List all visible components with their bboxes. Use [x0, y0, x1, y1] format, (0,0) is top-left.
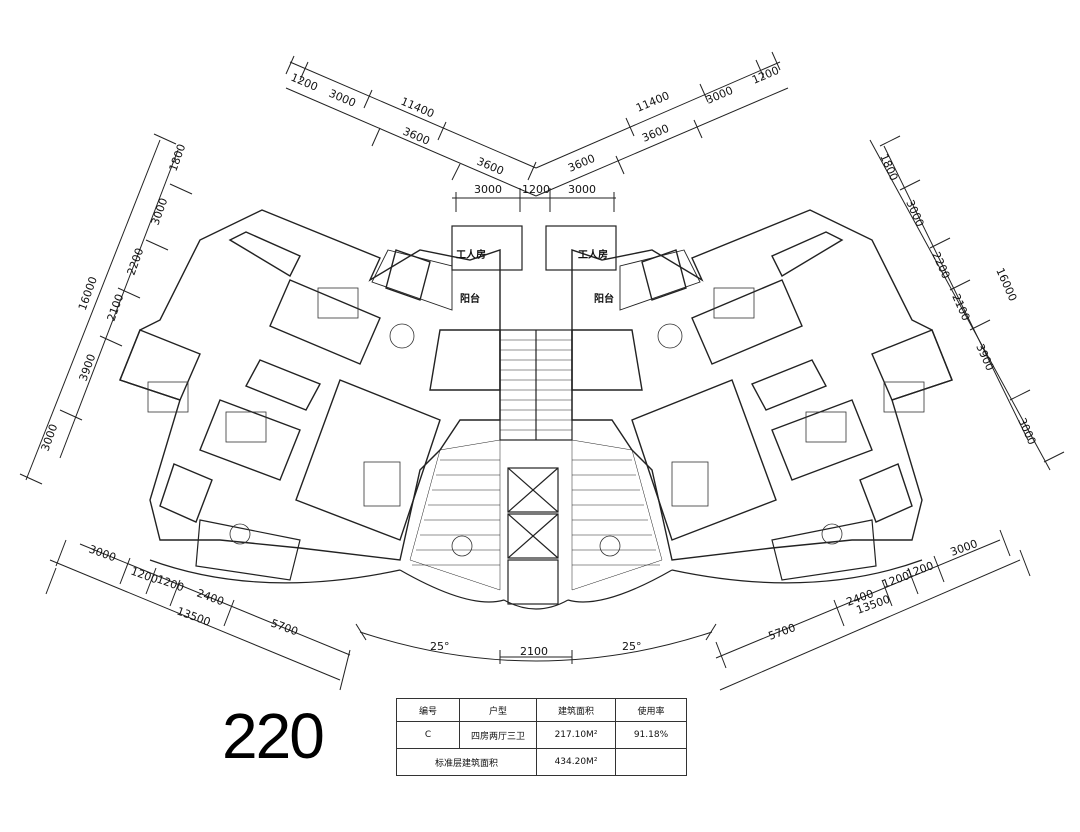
- schedule-header-row: 编号 户型 建筑面积 使用率: [396, 698, 687, 722]
- dim-bottom-right-5700: 5700: [767, 621, 798, 643]
- dim-text-top-mid: 3000 1200 3000: [474, 183, 596, 196]
- dim-bottom-mid-2100: 2100: [520, 645, 548, 658]
- dim-right-3900: 3900: [973, 342, 996, 373]
- dim-lines-top-right: [535, 51, 789, 197]
- worker-room-left-label: 工人房: [456, 248, 486, 261]
- dim-lines-top-left: [285, 55, 537, 197]
- stair-treads: [500, 339, 572, 431]
- dim-text-left: 1800 3000 2200 2100 3900 3000 16000: [39, 142, 189, 453]
- lobby-hatching: [409, 439, 663, 591]
- dim-angle-right: 25°: [622, 640, 642, 653]
- schedule-header-area: 建筑面积: [536, 698, 616, 722]
- dim-left-3000b: 3000: [39, 422, 61, 453]
- dim-top-right-3000: 3000: [704, 84, 735, 107]
- dim-bottom-left-3000: 3000: [87, 543, 118, 565]
- dim-top-right-11400: 11400: [634, 89, 671, 115]
- dim-bottom-left-2400: 2400: [195, 587, 226, 609]
- schedule-total-label: 标准层建筑面积: [396, 748, 537, 776]
- dim-top-mid-3000-left: 3000: [474, 183, 502, 196]
- dim-top-mid-3000-right: 3000: [568, 183, 596, 196]
- dim-arc-bottom-mid: [355, 623, 717, 664]
- dim-lines-top-mid: [452, 188, 616, 212]
- dim-text-top-left: 1200 3000 11400 3600 3600: [289, 71, 506, 178]
- dim-bottom-right-1200b: 1200: [881, 569, 912, 591]
- dim-right-16000: 16000: [993, 266, 1019, 303]
- schedule-total-blank: [615, 748, 687, 776]
- curved-balconies: [149, 519, 923, 603]
- schedule-cell-type: 四房两厅三卫: [459, 721, 537, 749]
- dim-lines-left: [19, 133, 193, 485]
- dim-lines-bottom-left: [45, 539, 351, 691]
- drawing-number: 220: [222, 700, 325, 772]
- dim-bottom-right-3000: 3000: [949, 537, 980, 559]
- dim-right-3000b: 3000: [1015, 416, 1038, 447]
- schedule-total-row: 标准层建筑面积 434.20M²: [396, 748, 687, 776]
- schedule-header-type: 户型: [459, 698, 537, 722]
- dim-left-2100: 2100: [105, 292, 127, 323]
- furniture-symbols: [147, 287, 925, 557]
- schedule-data-row: C 四房两厅三卫 217.10M² 91.18%: [396, 721, 687, 749]
- balcony-right-label: 阳台: [594, 292, 614, 305]
- schedule-cell-area: 217.10M²: [536, 721, 616, 749]
- left-wing-outline: [119, 209, 501, 561]
- dim-lines-bottom-right: [715, 529, 1031, 691]
- dim-text-bottom-right: 3000 1200 1200 2400 5700 13500: [767, 537, 980, 643]
- dim-bottom-left-13500: 13500: [175, 605, 212, 629]
- dim-right-1800: 1800: [877, 152, 900, 183]
- dim-left-1800: 1800: [167, 142, 189, 173]
- dim-right-3000a: 3000: [903, 198, 926, 229]
- dim-right-2100: 2100: [949, 292, 972, 323]
- dim-top-right-1200: 1200: [750, 64, 781, 87]
- dim-right-2200: 2200: [929, 250, 952, 281]
- dim-text-bottom-mid: 25° 2100 25°: [430, 640, 642, 658]
- dim-bottom-left-1200b: 1200: [155, 573, 186, 595]
- dim-top-mid-1200: 1200: [522, 183, 550, 196]
- dim-text-top-right: 1200 3000 11400 3600 3600: [566, 64, 781, 175]
- balcony-left-label: 阳台: [460, 292, 480, 305]
- schedule-header-id: 编号: [396, 698, 460, 722]
- dim-top-left-1200: 1200: [289, 71, 320, 94]
- area-schedule-table: 编号 户型 建筑面积 使用率 C 四房两厅三卫 217.10M² 91.18% …: [396, 698, 687, 776]
- schedule-cell-id: C: [396, 721, 460, 749]
- worker-room-right-label: 工人房: [578, 248, 608, 261]
- dim-lines-right: [869, 135, 1065, 471]
- schedule-header-rate: 使用率: [615, 698, 687, 722]
- top-balconies: [371, 249, 701, 311]
- dim-top-left-3000: 3000: [327, 87, 358, 110]
- dim-left-16000: 16000: [76, 275, 100, 312]
- dim-top-right-3600a: 3600: [640, 122, 671, 145]
- schedule-cell-rate: 91.18%: [615, 721, 687, 749]
- dim-bottom-left-5700: 5700: [269, 617, 300, 639]
- dim-angle-left: 25°: [430, 640, 450, 653]
- dim-left-2200: 2200: [125, 246, 147, 277]
- dim-top-left-3600b: 3600: [475, 155, 506, 178]
- right-wing-outline: [571, 209, 953, 561]
- room-labels: 工人房 工人房 阳台 阳台: [456, 248, 614, 305]
- schedule-total-value: 434.20M²: [536, 748, 616, 776]
- central-core: [451, 225, 617, 610]
- dim-left-3000a: 3000: [149, 196, 171, 227]
